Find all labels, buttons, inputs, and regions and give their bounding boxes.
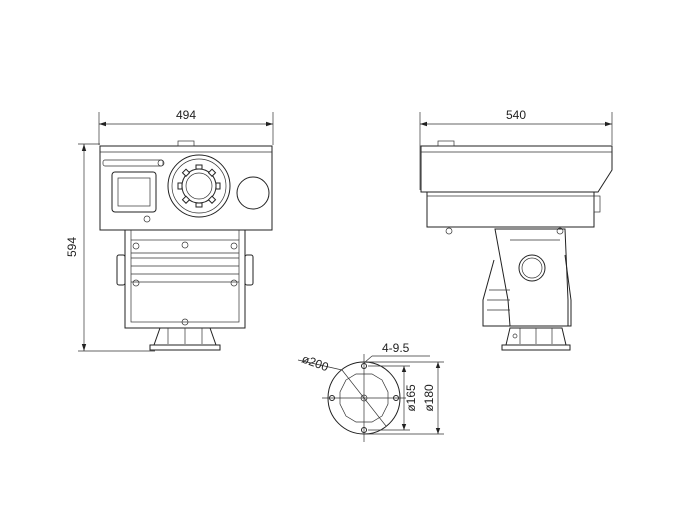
side-width-dimension: 540 — [419, 108, 613, 190]
hole-callout: 4-9.5 — [363, 341, 430, 364]
bolt-circle-label: ø165 — [404, 384, 418, 412]
bolt-circle-dimension: ø165 — [368, 365, 418, 431]
side-housing — [420, 145, 613, 193]
front-view: 494 594 — [65, 108, 274, 352]
front-width-label: 494 — [176, 108, 196, 122]
front-width-dimension: 494 — [98, 108, 274, 145]
hole-callout-label: 4-9.5 — [382, 341, 410, 355]
hole-spacing-label: ø180 — [422, 384, 436, 412]
side-pan-tilt-body — [494, 228, 569, 327]
visible-lens — [167, 154, 231, 218]
front-height-label: 594 — [65, 237, 79, 257]
thermal-window — [111, 171, 157, 213]
side-view: 540 — [419, 108, 613, 351]
hole-spacing-dimension: ø180 — [364, 361, 444, 435]
base-plate-view: ø200 4-9.5 ø165 ø180 — [297, 341, 444, 442]
illuminator-window — [236, 176, 270, 210]
side-width-label: 540 — [506, 108, 526, 122]
front-height-dimension: 594 — [65, 143, 155, 352]
outer-diameter-label: ø200 — [300, 352, 331, 375]
front-pan-tilt-body — [124, 229, 246, 329]
